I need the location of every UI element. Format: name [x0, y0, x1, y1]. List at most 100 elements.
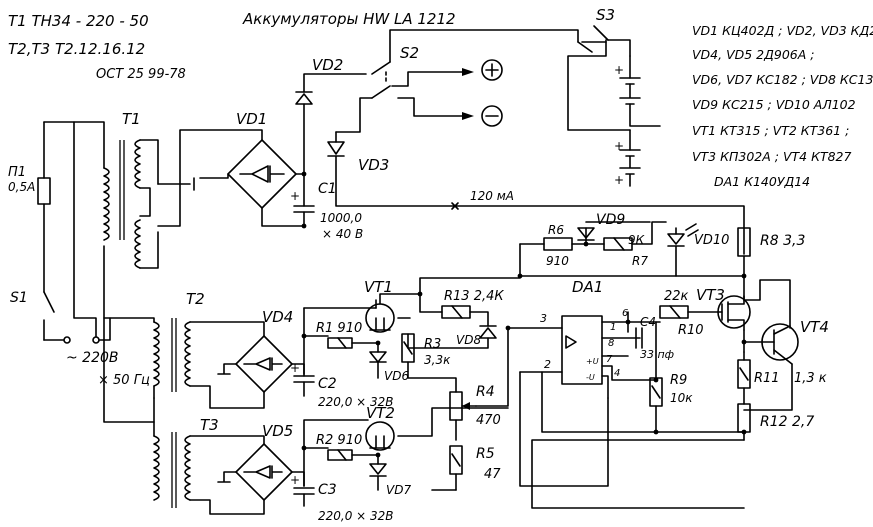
mains-input: П1 0,5А S1 ~ 220В × 50 Гц: [8, 121, 150, 388]
pin-7: 7: [606, 354, 613, 365]
c1-value-2: × 40 В: [322, 227, 363, 241]
s2-label: S2: [400, 44, 419, 62]
r3-value: 3,3к: [424, 353, 451, 367]
r3-label: R3: [424, 337, 441, 352]
ost-spec: ОСТ 25 99-78: [96, 67, 186, 82]
bridge-vd1: VD1: [157, 110, 305, 227]
resistor-r4: [449, 391, 463, 421]
stage-r4-r5: R4 470 R5 47: [449, 327, 509, 491]
switch-s2: S2: [371, 29, 579, 127]
c4-value: 33 пф: [640, 348, 674, 361]
fuse-p1: [37, 177, 51, 205]
r9-value: 10к: [670, 391, 693, 405]
r11-value: 1,3 к: [794, 371, 827, 386]
r5-value: 47: [484, 467, 501, 482]
t23-spec: Т2,Т3 Т2.12.16.12: [8, 40, 145, 58]
c1-value: 1000,0: [320, 211, 362, 225]
junction-dots: [301, 171, 747, 458]
r10-label: R10: [678, 323, 704, 338]
parts-list-line: DA1 К140УД14: [714, 174, 810, 189]
c3-plus: +: [290, 473, 300, 487]
s3-label: S3: [596, 6, 615, 24]
pin-3: 3: [540, 312, 547, 325]
vt1-label: VT1: [364, 278, 393, 296]
parts-list-line: VD9 КС215 ; VD10 АЛ102: [692, 97, 856, 112]
capacitor-c3: + C3 220,0 × 32В: [290, 447, 394, 523]
opamp-da1-body: [561, 315, 603, 385]
transformer-t2: T2: [109, 290, 205, 399]
vd1-label: VD1: [236, 110, 267, 128]
t1-label: T1: [122, 110, 141, 128]
r10-value: 22к: [664, 289, 689, 304]
diodes-vd2-vd3: VD2 VD3 120 мА: [295, 56, 745, 229]
switch-s1-label: S1: [10, 290, 28, 306]
transformer-t1: T1: [103, 110, 159, 269]
pin-4: 4: [614, 368, 620, 379]
opamp-minus-u: -U: [586, 373, 595, 382]
r13-label: R13 2,4К: [444, 289, 504, 304]
c4-label: C4: [640, 315, 656, 329]
parts-list-line: VD1 КЦ402Д ; VD2, VD3 КД209: [692, 23, 873, 38]
pin-1: 1: [610, 322, 616, 333]
transistor-vt1: [365, 303, 395, 333]
t2-label: T2: [186, 290, 205, 308]
parts-list-line: VD4, VD5 2Д906А ;: [692, 47, 815, 62]
r8-label: R8 3,3: [760, 233, 805, 249]
plus-terminal-icon: [481, 59, 503, 81]
bat1-plus: +: [614, 63, 624, 77]
r1-label: R1 910: [316, 321, 362, 336]
capacitor-c1: + C1 1000,0 × 40 В: [290, 173, 363, 241]
c2-label: C2: [318, 376, 337, 392]
parts-list-line: VD6, VD7 КС182 ; VD8 КС139А ;: [692, 72, 873, 87]
vd9-label: VD9: [596, 212, 625, 228]
batteries-spec: Аккумуляторы HW LA 1212: [242, 10, 456, 28]
fuse-label: П1: [8, 165, 26, 180]
pin-2: 2: [544, 358, 551, 371]
vd10-label: VD10: [694, 233, 729, 248]
pin-8: 8: [608, 338, 614, 349]
vd2-label: VD2: [312, 56, 343, 74]
c3-value: 220,0 × 32В: [318, 509, 394, 523]
vd3-label: VD3: [358, 156, 389, 174]
opamp-da1: DA1 3 2 1 6 8 7 4 +U -U C4 33 пф 22к R10…: [507, 278, 745, 487]
c1-plus: +: [290, 189, 300, 203]
r9-label: R9: [670, 373, 687, 388]
vd7-label: VD7: [386, 483, 411, 497]
r5-label: R5: [476, 446, 495, 462]
bat2-plus-b: +: [614, 173, 624, 187]
t3-label: T3: [200, 416, 219, 434]
vd4-label: VD4: [262, 308, 293, 326]
parts-list: VD1 КЦ402Д ; VD2, VD3 КД209 VD4, VD5 2Д9…: [692, 23, 873, 189]
r11-label: R11: [754, 371, 780, 386]
r4-label: R4: [476, 384, 495, 400]
transistor-vt2: [365, 421, 395, 451]
resistor-r12: [737, 403, 751, 433]
c2-plus: +: [290, 361, 300, 375]
c3-label: C3: [318, 482, 337, 498]
vd8-label: VD8: [456, 333, 481, 347]
transformer-t3: T3: [103, 317, 219, 508]
r12-label: R12 2,7: [760, 414, 814, 430]
pin-6: 6: [622, 308, 628, 319]
output-stage: VT3 VT4 R11 1,3 к R12 2,7: [531, 279, 829, 509]
fuse-value: 0,5А: [8, 180, 35, 194]
opamp-plus-u: +U: [586, 357, 599, 366]
parts-list-line: VT1 КТ315 ; VT2 КТ361 ;: [692, 123, 849, 138]
da1-label: DA1: [572, 278, 603, 296]
stage-vt1: R1 910 VT1 VD6: [303, 278, 421, 383]
r6-label: R6: [548, 223, 564, 237]
vt4-label: VT4: [800, 318, 829, 336]
vt3-label: VT3: [696, 286, 725, 304]
mains-frequency: × 50 Гц: [98, 373, 150, 388]
vd5-label: VD5: [262, 422, 293, 440]
c2-value: 220,0 × 32В: [318, 395, 394, 409]
bridge-vd4: VD4: [189, 308, 305, 409]
current-label: 120 мА: [470, 189, 514, 203]
bridge-vd5: VD5: [189, 422, 305, 515]
capacitor-c2: + C2 220,0 × 32В: [290, 335, 394, 409]
minus-terminal-icon: [481, 105, 503, 127]
mains-voltage: ~ 220В: [66, 350, 119, 366]
r2-label: R2 910: [316, 433, 362, 448]
r7-label: R7: [632, 254, 648, 268]
